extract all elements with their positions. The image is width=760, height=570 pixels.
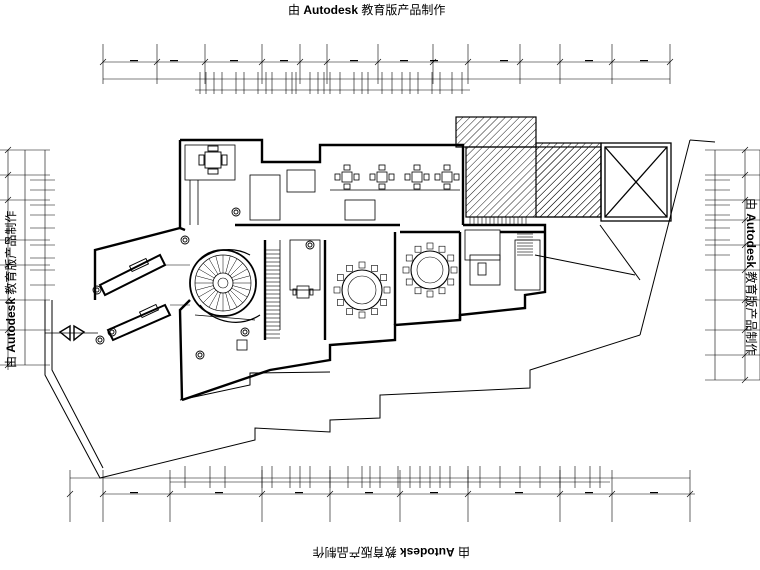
- dimension-chain-left: [0, 146, 55, 370]
- watermark-prefix: 由: [288, 3, 301, 17]
- dimension-text-marks: [130, 60, 658, 494]
- dimension-chain-right: [705, 146, 760, 384]
- interior-lines: [184, 144, 541, 330]
- small-table-groups: [236, 262, 487, 351]
- bench-seating: [98, 253, 190, 342]
- round-table-left: [333, 261, 391, 319]
- watermark-suffix: 教育版产品制作: [361, 3, 446, 17]
- staircase: [265, 217, 533, 339]
- dimension-chain-bottom: [66, 466, 695, 522]
- plants: [92, 207, 315, 360]
- site-boundary: [44, 139, 716, 479]
- square-tables: [334, 164, 460, 190]
- building-walls: [93, 138, 547, 402]
- table-topleft-room: [198, 145, 228, 175]
- watermark-brand: Autodesk: [303, 3, 359, 17]
- entrance-feature: [45, 324, 98, 342]
- round-table-right: [402, 242, 458, 298]
- spiral-staircase: [189, 249, 261, 323]
- roof-void: [600, 142, 672, 222]
- watermark-top: 由 Autodesk 教育版产品制作: [288, 3, 445, 17]
- hatched-roof-block: [455, 116, 602, 218]
- dimension-chain-top: [99, 44, 674, 94]
